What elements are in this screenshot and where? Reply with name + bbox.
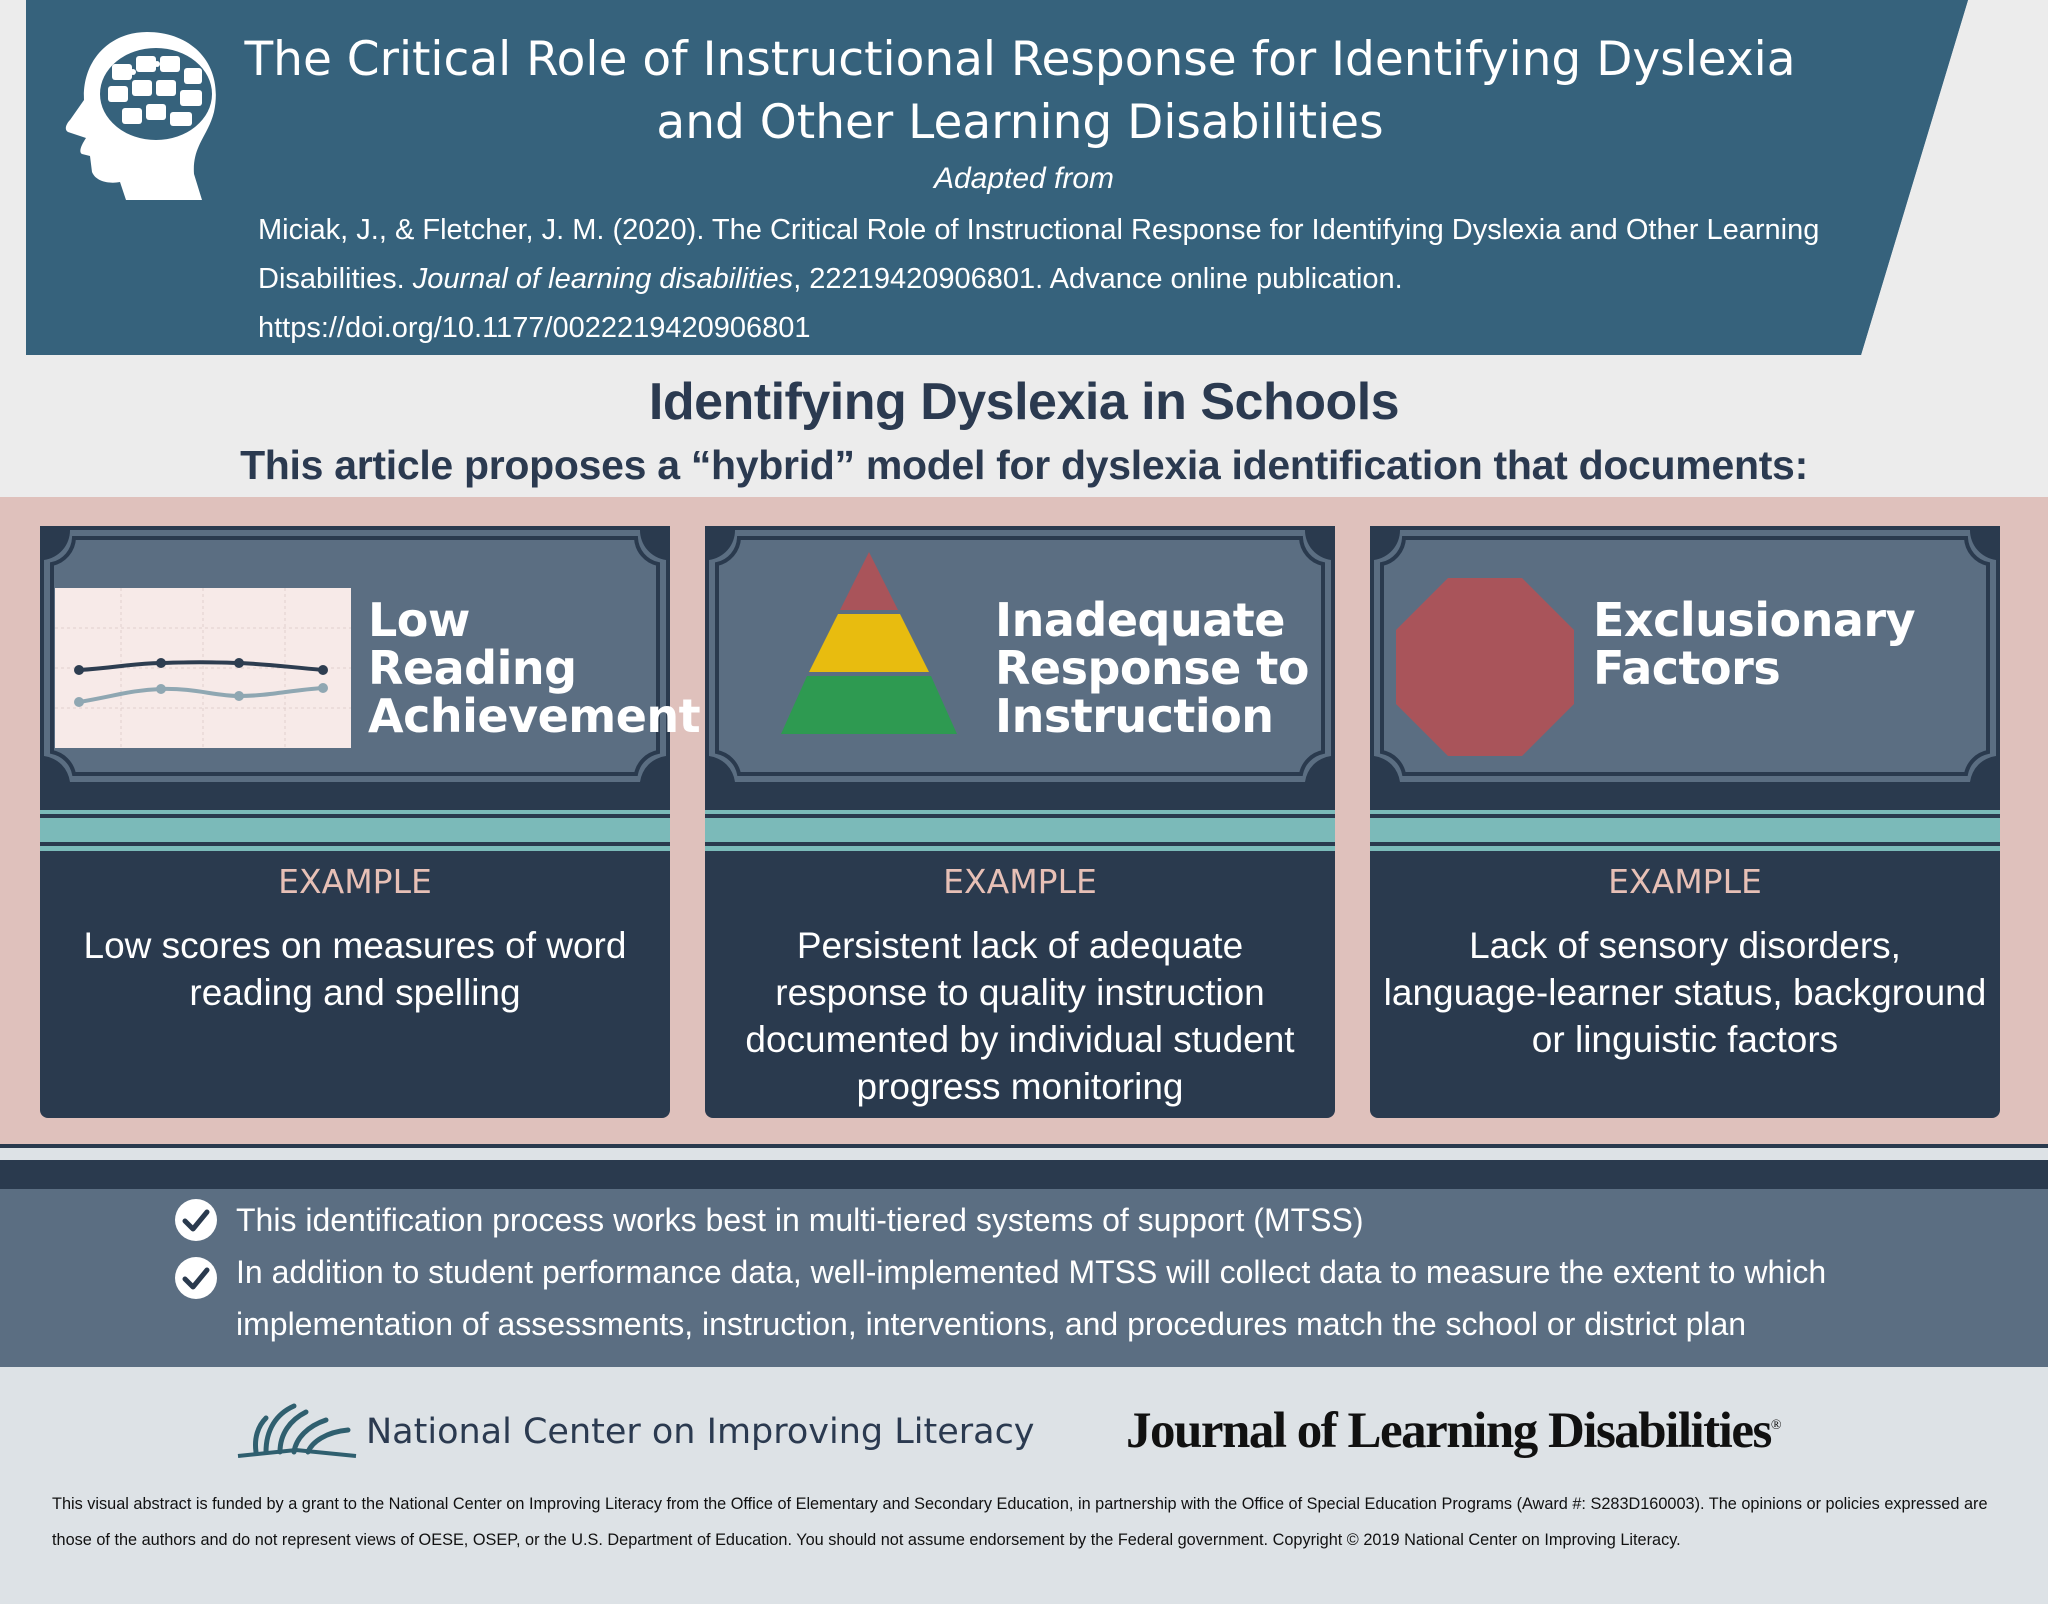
header-title: The Critical Role of Instructional Respo… [244,32,1796,150]
card-title: Inadequate Response to Instruction [995,593,1309,743]
example-text: Lack of sensory disorders, language-lear… [1383,925,1987,1060]
check-circle-icon [175,1257,217,1299]
example-label: EXAMPLE [278,862,432,901]
jld-logo: Journal of Learning Disabilities® [1126,1402,1782,1460]
citation: Miciak, J., & Fletcher, J. M. (2020). Th… [258,206,1858,353]
section-subtitle: This article proposes a “hybrid” model f… [240,442,1808,488]
card-inadequate-response: Inadequate Response to Instruction EXAMP… [705,526,1335,1118]
summary-bullet-text: In addition to student performance data,… [236,1254,1827,1342]
ncil-book-logo-icon [237,1403,357,1458]
brain-puzzle-head-icon [65,32,216,200]
header-banner [0,0,2048,355]
adapted-from-label: Adapted from [933,162,1115,195]
check-circle-icon [175,1199,217,1241]
citation-doi-link[interactable]: https://doi.org/10.1177/0022219420906801 [258,312,811,344]
divider [0,1144,2048,1148]
disclaimer: This visual abstract is funded by a gran… [52,1495,1988,1549]
summary-bullet-text: This identification process works best i… [236,1202,1364,1238]
example-label: EXAMPLE [1608,862,1762,901]
jld-name: Journal of Learning Disabilities [1126,1403,1772,1459]
line-chart-icon [55,588,351,748]
summary-bullet: This identification process works best i… [174,1194,1934,1246]
section-title: Identifying Dyslexia in Schools [648,373,1400,431]
citation-volume: , 22219420906801. Advance online publica… [793,263,1403,295]
summary-bullet: In addition to student performance data,… [174,1246,1934,1352]
pyramid-icon [781,552,957,734]
card-title: Exclusionary Factors [1593,593,1916,695]
citation-journal: Journal of learning disabilities [412,263,794,295]
card-exclusionary-factors: Exclusionary Factors EXAMPLE Lack of sen… [1370,526,2000,1118]
section-band [0,355,2048,497]
jld-registered-mark: ® [1770,1418,1782,1433]
ncil-name: National Center on Improving Literacy [366,1412,1035,1452]
citation-authors-title: Miciak, J., & Fletcher, J. M. (2020). Th… [258,214,1820,295]
card-title: Low Reading Achievement [368,593,701,743]
example-text: Low scores on measures of word reading a… [83,925,627,1013]
card-low-reading-achievement: Low Reading Achievement EXAMPLE Low scor… [40,526,701,1118]
example-text: Persistent lack of adequate response to … [745,925,1295,1107]
divider-band [0,1160,2048,1189]
example-label: EXAMPLE [943,862,1097,901]
octagon-icon [1396,578,1574,756]
summary-band [0,1189,2048,1367]
